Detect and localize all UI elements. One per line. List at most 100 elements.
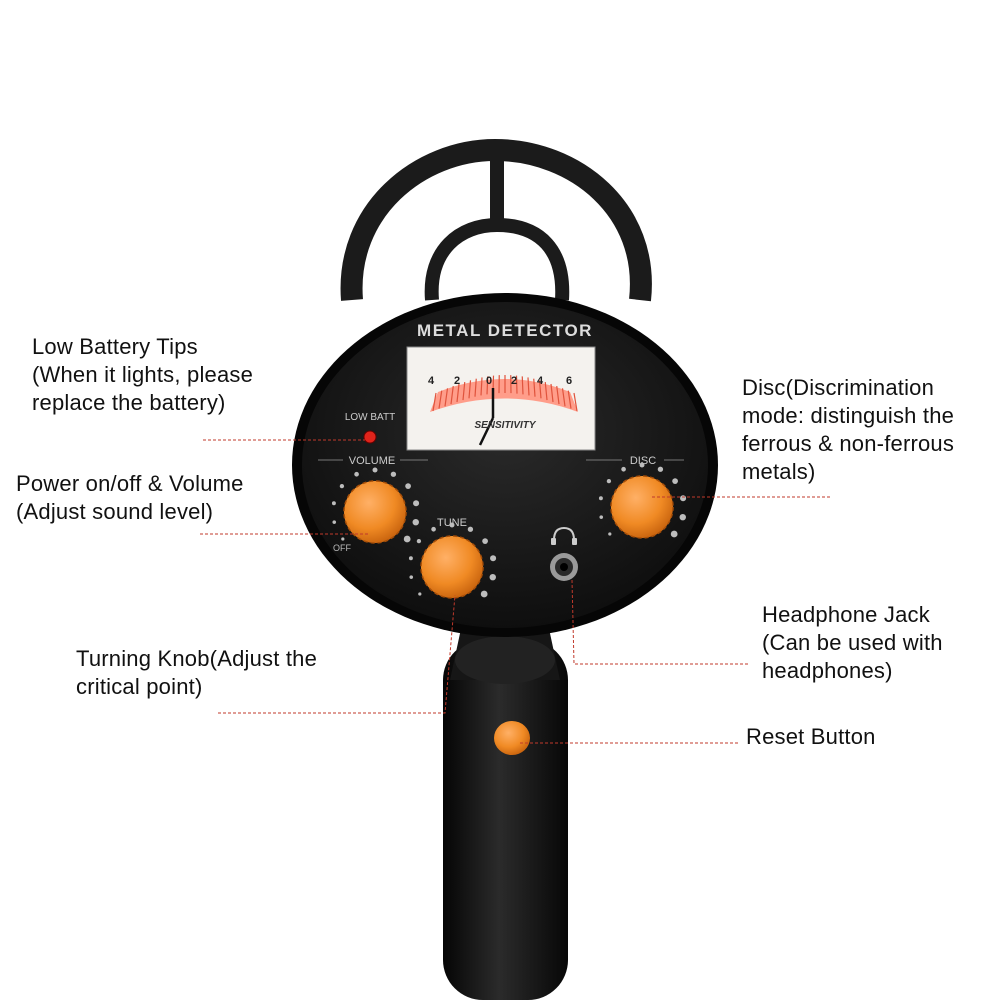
scale-dot xyxy=(331,501,336,506)
control-panel xyxy=(292,293,718,637)
callout-line: Reset Button xyxy=(746,724,876,749)
meter-tick xyxy=(567,390,572,409)
callout-line: headphones) xyxy=(762,658,893,683)
power-volume-callout: Power on/off & Volume (Adjust sound leve… xyxy=(16,470,244,526)
callout-line: (Adjust sound level) xyxy=(16,499,214,524)
scale-dot xyxy=(416,539,422,544)
callout-line: critical point) xyxy=(76,674,203,699)
sensitivity-meter: 4 2 0 2 4 6 SENSITIVITY xyxy=(406,346,596,451)
meter-tick xyxy=(550,383,554,403)
callout-line: Power on/off & Volume xyxy=(16,471,244,496)
meter-scale-label: 4 xyxy=(428,375,435,387)
callout-line: (When it lights, please xyxy=(32,362,254,387)
scale-dot xyxy=(672,478,678,485)
disc-knob[interactable] xyxy=(610,475,674,539)
scale-dot xyxy=(408,556,413,561)
callout-line: Turning Knob(Adjust the xyxy=(76,646,318,671)
meter-tick xyxy=(480,377,483,396)
scale-dot xyxy=(606,479,612,484)
callout-line: mode: distinguish the xyxy=(742,403,955,428)
meter-tick xyxy=(450,386,454,405)
low-batt-label: LOW BATT xyxy=(345,412,395,423)
scale-dot xyxy=(413,500,420,507)
headphone-icon xyxy=(551,526,577,545)
volume-scale-dots xyxy=(331,467,420,543)
meter-tick xyxy=(456,383,460,403)
tune-scale-dots xyxy=(408,522,497,598)
scale-dot xyxy=(679,513,686,521)
meter-tick xyxy=(462,381,466,401)
scale-dot xyxy=(403,535,411,543)
callout-line: Disc(Discrimination xyxy=(742,375,935,400)
meter-tick xyxy=(561,388,566,407)
leader-lines xyxy=(200,439,830,744)
off-label: OFF xyxy=(333,543,351,553)
meter-tick xyxy=(521,376,524,395)
meter-tick xyxy=(432,392,437,412)
scale-dot xyxy=(409,575,414,579)
scale-dot xyxy=(482,538,488,545)
scale-dot xyxy=(598,496,603,501)
brand-label: METAL DETECTOR xyxy=(417,321,593,340)
scale-dot xyxy=(467,526,474,532)
meter-scale-label: 6 xyxy=(566,375,572,387)
scale-dot xyxy=(418,592,422,596)
scale-dot xyxy=(490,555,497,562)
callout-line: Low Battery Tips xyxy=(32,334,198,359)
scale-dot xyxy=(480,590,488,598)
meter-tick xyxy=(468,380,472,399)
scale-dot xyxy=(412,518,419,526)
low-battery-callout: Low Battery Tips (When it lights, please… xyxy=(32,333,253,417)
scale-dot xyxy=(372,467,378,473)
disc-scale-dots xyxy=(598,462,687,538)
headphone-jack[interactable] xyxy=(550,553,578,581)
reset-callout: Reset Button xyxy=(746,723,876,751)
disc-label: DISC xyxy=(630,455,656,467)
scale-dot xyxy=(489,573,496,581)
meter-scale-label: 4 xyxy=(537,375,544,387)
scale-dot xyxy=(639,462,645,468)
scale-dot xyxy=(680,495,687,502)
meter-tick xyxy=(486,376,489,395)
meter-scale-label: 2 xyxy=(454,375,460,387)
scale-dot xyxy=(431,526,436,532)
meter-tick xyxy=(474,378,477,397)
meter-scale-label: 0 xyxy=(486,375,492,387)
scale-dot xyxy=(341,537,345,541)
low-battery-led xyxy=(363,430,377,444)
meter-tick xyxy=(538,380,542,399)
scale-dot xyxy=(390,471,397,477)
scale-dot xyxy=(599,515,604,519)
meter-tick xyxy=(515,375,518,394)
disc-callout: Disc(Discrimination mode: distinguish th… xyxy=(742,374,954,486)
meter-tick xyxy=(573,392,578,412)
meter-tick xyxy=(544,381,548,401)
scale-dot xyxy=(608,532,612,536)
search-coil xyxy=(340,138,652,302)
meter-tick xyxy=(556,386,560,405)
scale-dot xyxy=(657,466,664,472)
reset-button[interactable] xyxy=(494,721,530,755)
headphone-callout: Headphone Jack (Can be used with headpho… xyxy=(762,601,943,685)
meter-tick xyxy=(527,377,530,396)
scale-dot xyxy=(449,522,455,528)
callout-line: metals) xyxy=(742,459,816,484)
tune-knob[interactable] xyxy=(420,535,484,599)
volume-knob[interactable] xyxy=(343,480,407,544)
callout-line: (Can be used with xyxy=(762,630,943,655)
headphone-leader xyxy=(571,579,748,665)
scale-dot xyxy=(354,471,359,477)
volume-label: VOLUME xyxy=(349,455,395,467)
meter-scale-label: 2 xyxy=(511,375,517,387)
scale-dot xyxy=(339,484,345,489)
callout-line: ferrous & non-ferrous xyxy=(742,431,955,456)
scale-dot xyxy=(332,520,337,524)
meter-label: SENSITIVITY xyxy=(474,420,536,431)
scale-dot xyxy=(670,530,678,538)
meter-tick xyxy=(438,390,443,409)
turning-knob-callout: Turning Knob(Adjust the critical point) xyxy=(76,645,317,701)
callout-line: replace the battery) xyxy=(32,390,226,415)
shaft xyxy=(443,610,568,1000)
tune-leader xyxy=(218,594,456,714)
